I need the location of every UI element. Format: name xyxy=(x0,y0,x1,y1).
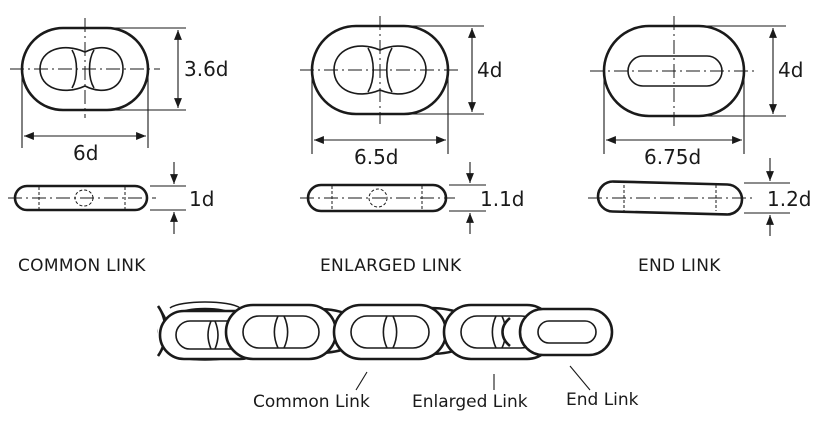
common-length-dimension xyxy=(21,70,149,148)
common-height-dimension xyxy=(85,27,186,111)
common-thickness-dimension xyxy=(150,162,186,234)
enlarged-height-label: 4d xyxy=(477,58,502,82)
end-link-plan-view xyxy=(590,16,756,126)
common-height-label: 3.6d xyxy=(184,57,229,81)
end-link-leader xyxy=(569,365,591,391)
common-link-plan-view xyxy=(10,18,160,118)
end-height-dimension xyxy=(674,25,786,117)
common-length-label: 6d xyxy=(73,141,98,165)
chain-front-links xyxy=(158,303,556,361)
common-link-side-view xyxy=(8,184,156,212)
common-thickness-label: 1d xyxy=(189,187,214,211)
enlarged-length-label: 6.5d xyxy=(354,145,399,169)
enlarged-link-caption: ENLARGED LINK xyxy=(320,256,462,276)
chain-common-link-label: Common Link xyxy=(253,392,370,412)
chain-enlarged-link-label: Enlarged Link xyxy=(412,392,528,412)
end-link-drawing: 4d 6.75d 1.2d END LINK xyxy=(588,16,812,276)
enlarged-link-side-view xyxy=(300,183,455,213)
end-height-label: 4d xyxy=(778,58,803,82)
end-thickness-dimension xyxy=(744,158,790,236)
end-thickness-label: 1.2d xyxy=(767,187,812,211)
enlarged-thickness-label: 1.1d xyxy=(480,187,525,211)
end-length-dimension xyxy=(603,74,745,154)
end-link-side-view xyxy=(588,180,752,216)
common-link-drawing: 3.6d 6d 1d COMMON LINK xyxy=(8,18,229,276)
enlarged-link-plan-view xyxy=(300,16,460,124)
chain-end-link-label: End Link xyxy=(566,390,639,410)
chain-assembly xyxy=(156,301,614,391)
end-length-label: 6.75d xyxy=(644,145,701,169)
enlarged-height-dimension xyxy=(380,25,484,115)
enlarged-thickness-dimension xyxy=(449,162,486,234)
common-link-leader xyxy=(355,371,368,391)
common-link-caption: COMMON LINK xyxy=(18,256,146,276)
enlarged-length-dimension xyxy=(311,72,449,154)
chain-end-link xyxy=(501,307,614,357)
enlarged-link-drawing: 4d 6.5d 1.1d ENLARGED LINK xyxy=(300,16,525,276)
end-link-caption: END LINK xyxy=(638,256,721,276)
